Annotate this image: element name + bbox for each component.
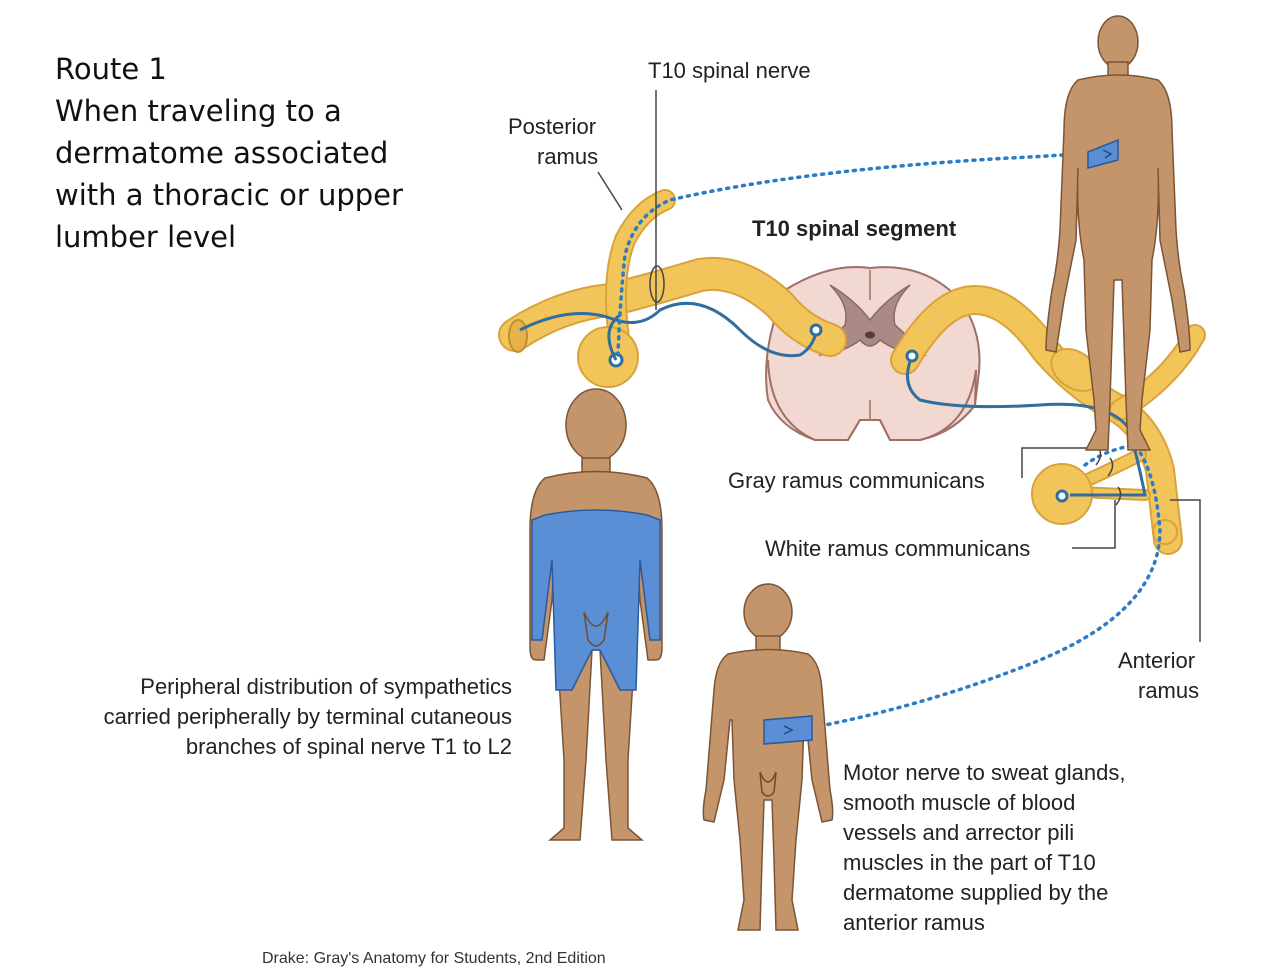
figure-sympathetic-distribution [529, 388, 663, 841]
label-gray-ramus: Gray ramus communicans [728, 468, 985, 493]
title-line: with a thoracic or upper [55, 178, 403, 212]
caption-line: dermatome supplied by the [843, 880, 1109, 905]
label-posterior-ramus-line1: Posterior [508, 114, 596, 139]
caption-line: anterior ramus [843, 910, 985, 935]
figure-anterior-view [702, 583, 834, 931]
axon-paths [519, 301, 1147, 503]
posterior-ramus-pathway [616, 150, 1102, 357]
label-t10-spinal-nerve: T10 spinal nerve [648, 58, 811, 83]
caption-motor-nerve: Motor nerve to sweat glands, smooth musc… [843, 758, 1125, 938]
anterior-ramus-leader [1170, 499, 1201, 642]
caption-line: branches of spinal nerve T1 to L2 [185, 734, 512, 759]
caption-sympathetic-distribution: Peripheral distribution of sympathetics … [104, 672, 512, 762]
leader-lines [597, 90, 1201, 642]
caption-line: Motor nerve to sweat glands, [843, 760, 1126, 785]
title-line: lumber level [55, 220, 237, 254]
caption-line: vessels and arrector pili [843, 820, 1075, 845]
preganglionic-axon [906, 355, 1147, 497]
dorsal-root-ganglion [577, 326, 639, 388]
label-t10-spinal-segment: T10 spinal segment [752, 216, 957, 241]
t10-dermatome [763, 715, 813, 745]
caption-line: Peripheral distribution of sympathetics [140, 674, 512, 699]
title-line: Route 1 [55, 52, 167, 86]
slide-title: Route 1 When traveling to a dermatome as… [55, 48, 475, 258]
caption-line: smooth muscle of blood [843, 790, 1076, 815]
title-line: dermatome associated [55, 136, 389, 170]
figure-posterior-view [1045, 15, 1191, 451]
sensory-axon [519, 301, 818, 358]
spinal-cord-side [767, 359, 977, 441]
posterior-ramus-leader [597, 171, 623, 211]
central-canal [865, 331, 875, 339]
label-white-ramus: White ramus communicans [765, 536, 1030, 561]
label-anterior-ramus-line2: ramus [1138, 678, 1199, 703]
source-citation: Drake: Gray's Anatomy for Students, 2nd … [262, 950, 606, 967]
label-posterior-ramus-line2: ramus [537, 144, 598, 169]
anterior-ramus-end [1152, 519, 1178, 545]
nerve-cut-end [508, 319, 528, 353]
t10-nerve-ring [649, 265, 665, 303]
caption-line: muscles in the part of T10 [843, 850, 1096, 875]
title-line: When traveling to a [55, 94, 342, 128]
gray-ramus-leader [1021, 447, 1098, 478]
caption-line: carried peripherally by terminal cutaneo… [103, 704, 512, 729]
label-anterior-ramus-line1: Anterior [1118, 648, 1195, 673]
t1-l2-dermatome-region [531, 509, 661, 691]
white-ramus-leader [1072, 500, 1116, 549]
posterior-dermatome [1087, 138, 1119, 169]
